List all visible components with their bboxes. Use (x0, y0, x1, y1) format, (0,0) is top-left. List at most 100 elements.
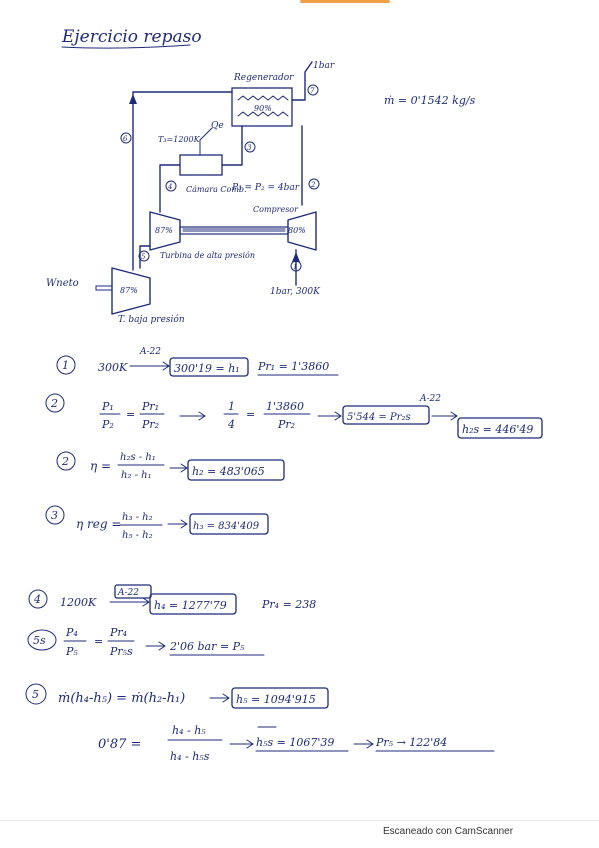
step-5-final-marker (25, 683, 47, 705)
state-7-label: 7 (310, 87, 315, 95)
hp-turbine-shape (149, 211, 181, 251)
work-shaft (95, 285, 113, 291)
cycle-diagram: Regenerador 90% 1bar 7 ṁ = 0'1542 kg/s 6… (46, 61, 476, 325)
step-5s-p5: P₅ (65, 645, 78, 658)
compressor-shape (287, 211, 317, 251)
step-5s-pr4: Pr₄ (109, 626, 127, 639)
step-2-pr2-sym: Pr₂ (277, 418, 295, 431)
inlet-arrow-icon (292, 252, 300, 262)
step-5-result: h₄ = 1277'79 (154, 599, 227, 612)
heat-input-label: Qe (211, 121, 224, 131)
step-4-result: h₃ = 834'409 (193, 521, 260, 532)
shaft-shading (182, 228, 286, 232)
state-3-label: 3 (247, 144, 252, 152)
step-5s-result: 2'06 bar = P₅ (169, 640, 245, 653)
line-state-6 (132, 91, 233, 271)
pressure-label: P₃ = P₂ = 4bar (231, 183, 300, 193)
step-8-num: h₄ - h₅ (172, 724, 206, 737)
step-5s-number: 5s (33, 634, 46, 647)
t3-label: T₃=1200K (158, 135, 201, 144)
state-3-marker (244, 141, 256, 153)
state-4-label: 4 (167, 183, 172, 191)
scan-edge-accent (300, 0, 390, 3)
arrow-right-icon (179, 411, 206, 421)
page-title: Ejercicio repaso (61, 27, 202, 47)
step-5-energy-balance: ṁ(h₄-h₅) = ṁ(h₂-h₁) (58, 691, 185, 706)
step-1-number: 1 (62, 359, 69, 372)
compressor-label: Compresor (253, 205, 299, 214)
hp-turbine-efficiency: 87% (155, 226, 173, 235)
step-2-result-box-2 (457, 417, 543, 439)
step-4-marker (45, 505, 65, 525)
step-5-final-result-box (231, 687, 329, 709)
arrow-right-icon (129, 361, 170, 371)
step-3-den: h₂ - h₁ (121, 470, 152, 481)
step-2-eq2: = (246, 408, 255, 421)
line-state-3 (221, 125, 243, 166)
step-2-result-1: 5'544 = Pr₂s (347, 412, 411, 423)
step-1-table-ref: A-22 (139, 347, 161, 357)
step-5-result-box (149, 593, 237, 615)
step-8-underline (255, 726, 349, 752)
regenerator-coil-top (237, 95, 289, 101)
step-2-one: 1 (228, 400, 235, 413)
lp-turbine-shape (111, 267, 151, 315)
compressor-efficiency: 80% (288, 226, 306, 235)
step-2-p2: P₂ (101, 418, 114, 431)
step-8-h5s: h₅s = 1067'39 (256, 736, 334, 749)
arrow-right-icon (317, 411, 342, 421)
step-5s-eq: = (94, 635, 103, 648)
regenerator-coil-bottom (237, 111, 289, 117)
step-2-number: 2 (50, 397, 58, 410)
state-6-marker (120, 132, 132, 144)
step-4-result-box (189, 513, 269, 535)
arrow-right-icon (431, 411, 458, 421)
step-8-pr5: Pr₅ → 122'84 (375, 736, 447, 749)
step-3-result-box (187, 459, 285, 481)
step-5s-pr5s: Pr₅s (109, 645, 133, 658)
regenerator-label: Regenerador (233, 73, 294, 83)
state-4-marker (165, 180, 177, 192)
scanner-watermark: Escaneado con CamScanner (383, 826, 514, 837)
state-2-marker (308, 178, 320, 190)
scan-footer-divider (0, 820, 599, 821)
line-state-4 (159, 164, 181, 213)
step-3-eta: η = (90, 459, 111, 473)
step-3-number: 2 (61, 455, 69, 468)
state-7-marker (307, 84, 319, 96)
arrow-right-icon (109, 597, 150, 607)
regenerator-efficiency: 90% (254, 104, 272, 113)
step-1-result-box (169, 357, 249, 377)
state-5-label: 5 (141, 253, 146, 261)
step-3-num: h₂s - h₁ (120, 452, 156, 463)
step-5s-marker (27, 629, 57, 651)
net-work-label: Wneto (46, 278, 79, 289)
step-2-pr1-value: 1'3860 (266, 400, 304, 413)
step-2-pr1: Pr₁ (141, 400, 159, 413)
exhaust-pressure: 1bar (313, 61, 335, 71)
inlet-conditions: 1bar, 300K (270, 287, 321, 297)
state-2-label: 2 (310, 181, 316, 189)
arrow-right-icon (145, 641, 166, 651)
step-2-pr2: Pr₂ (141, 418, 159, 431)
combustor-label: Cámara Comb. (186, 185, 247, 194)
step-5-number: 4 (33, 593, 41, 606)
step-5-ref-box (114, 584, 152, 599)
arrow-right-icon (353, 739, 374, 749)
state-1-marker (290, 260, 302, 272)
step-2-eq1: = (126, 408, 135, 421)
regenerator-box (231, 87, 293, 127)
step-2-result-box-1 (342, 405, 430, 425)
step-2-p1: P₁ (101, 400, 114, 413)
step-3-result: h₂ = 483'065 (192, 465, 265, 478)
state-1-label: 1 (293, 263, 297, 271)
step-2-marker (45, 393, 65, 413)
step-1-marker (56, 355, 76, 375)
step-5-pr: Pr₄ = 238 (261, 598, 316, 611)
lp-turbine-label: T. baja presión (118, 314, 185, 325)
step-5-final-result: h₅ = 1094'915 (236, 693, 316, 706)
mass-flow-label: ṁ = 0'1542 kg/s (384, 94, 476, 107)
step-4-number: 3 (51, 509, 58, 522)
step-5-final-number: 5 (32, 688, 39, 701)
